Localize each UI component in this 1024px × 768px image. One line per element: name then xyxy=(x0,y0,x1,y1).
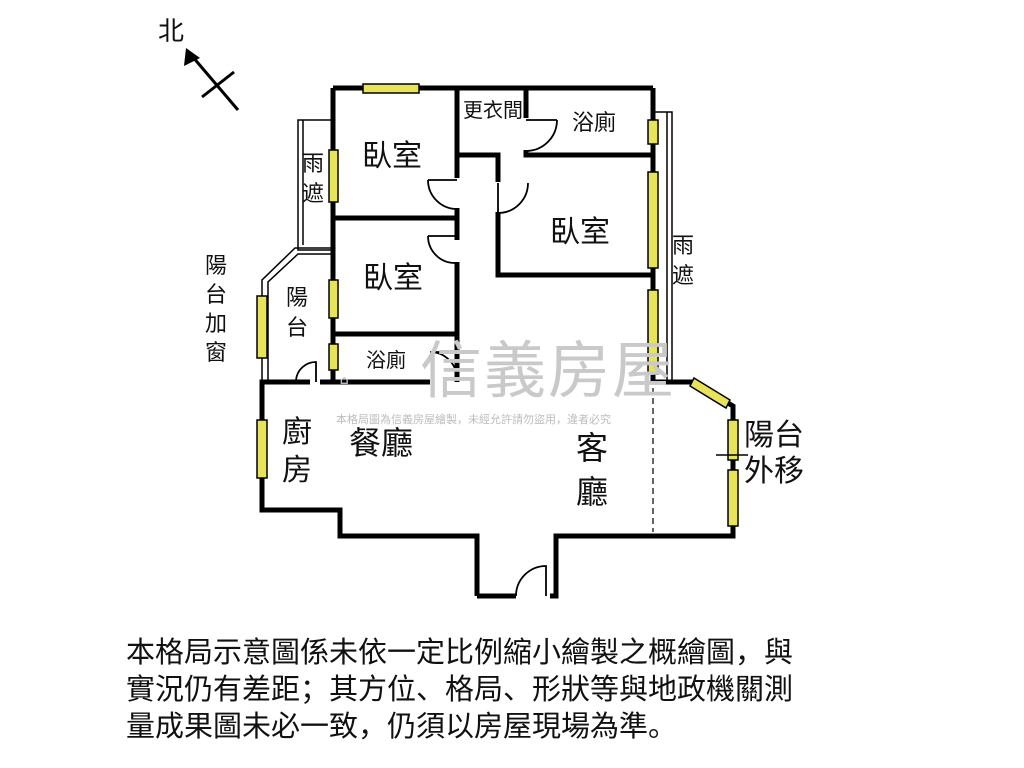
room-bath-w: 浴廁 xyxy=(366,348,406,372)
disclaimer-line-3: 量成果圖未必一致，仍須以房屋現場為準。 xyxy=(126,709,678,743)
door-bedroom-e xyxy=(497,182,529,214)
balcony-box: 陽台 xyxy=(286,286,309,341)
window-bath-ne xyxy=(647,119,659,145)
north-label: 北 xyxy=(158,17,184,47)
door-bedroom-w xyxy=(427,235,457,264)
room-closet: 更衣間 xyxy=(463,98,523,122)
room-canopy-west: 雨遮 xyxy=(302,152,325,207)
wall-bath-ne-south xyxy=(523,150,653,158)
window-living-east-b xyxy=(727,469,739,527)
north-arrow-cross xyxy=(201,70,235,99)
room-closet-box: 更衣間 xyxy=(463,98,523,122)
canopy-west-outline xyxy=(297,119,333,251)
door-bath-ne xyxy=(525,119,558,152)
windows xyxy=(256,83,739,527)
room-balcony-window: 陽台加窗 xyxy=(205,254,228,366)
window-living-north xyxy=(647,289,659,375)
room-balcony-ext: 陽台外移 xyxy=(744,418,804,489)
canopy-east-box: 雨遮 xyxy=(672,234,695,289)
window-bedroom-nw-west xyxy=(328,149,339,203)
room-bedroom-nw: 臥室 xyxy=(362,139,422,174)
compass: 北 xyxy=(158,17,240,111)
living-box: 客廳 xyxy=(576,429,609,511)
north-arrow-shaft xyxy=(190,55,240,111)
window-balcony xyxy=(256,295,268,359)
window-kitchen xyxy=(256,419,268,479)
window-bath-w xyxy=(328,343,339,371)
window-living-east-a xyxy=(727,419,739,461)
door-balcony xyxy=(295,361,317,382)
window-living-corner xyxy=(689,376,731,410)
room-bath-ne: 浴廁 xyxy=(572,111,616,136)
canopies xyxy=(261,111,673,380)
door-bedroom-nw xyxy=(427,179,458,210)
room-balcony: 陽台 xyxy=(286,286,309,341)
room-labels: 臥室 臥室 臥室 浴廁 浴廁 餐廳 xyxy=(349,111,616,462)
room-dining: 餐廳 xyxy=(349,424,413,462)
balcony-window-inner xyxy=(267,253,333,380)
doors xyxy=(295,119,558,597)
room-kitchen: 廚房 xyxy=(282,415,312,488)
door-bath-w xyxy=(429,351,458,380)
balcony-ext-box: 陽台外移 xyxy=(744,418,804,489)
wall-south-west xyxy=(259,379,480,596)
watermark-logo-icon: ⌂ xyxy=(340,373,349,387)
north-arrow-icon xyxy=(184,48,200,66)
disclaimer: 本格局示意圖係未依一定比例縮小繪製之概繪圖，與 實況仍有差距；其方位、格局、形狀… xyxy=(126,634,926,745)
wall-bedroom-e-south xyxy=(495,212,653,278)
room-canopy-east: 雨遮 xyxy=(672,234,695,289)
watermark-brand: 信義房屋 xyxy=(420,334,676,407)
watermark: ⌂ 信義房屋 本格局圖為信義房屋繪製，未經允許請勿盜用，違者必究 xyxy=(336,334,676,426)
kitchen-box: 廚房 xyxy=(282,415,312,488)
window-bedroom-e xyxy=(647,171,659,269)
room-bedroom-e: 臥室 xyxy=(550,215,610,250)
wall-closet-south xyxy=(457,152,501,182)
watermark-notice: 本格局圖為信義房屋繪製，未經允許請勿盜用，違者必究 xyxy=(336,412,611,426)
room-living: 客廳 xyxy=(576,429,609,511)
canopy-west-box: 雨遮 xyxy=(302,152,325,207)
disclaimer-line-2: 實況仍有差距；其方位、格局、形狀等與地政機關測 xyxy=(126,672,794,706)
window-bedroom-nw-north xyxy=(362,83,420,94)
balcony-window-box: 陽台加窗 xyxy=(205,254,228,366)
window-bedroom-w-west xyxy=(328,279,339,319)
door-entry xyxy=(515,565,547,597)
disclaimer-line-1: 本格局示意圖係未依一定比例縮小繪製之概繪圖，與 xyxy=(126,635,794,669)
room-bedroom-w: 臥室 xyxy=(363,261,423,296)
canopy-east-outline xyxy=(653,111,673,380)
